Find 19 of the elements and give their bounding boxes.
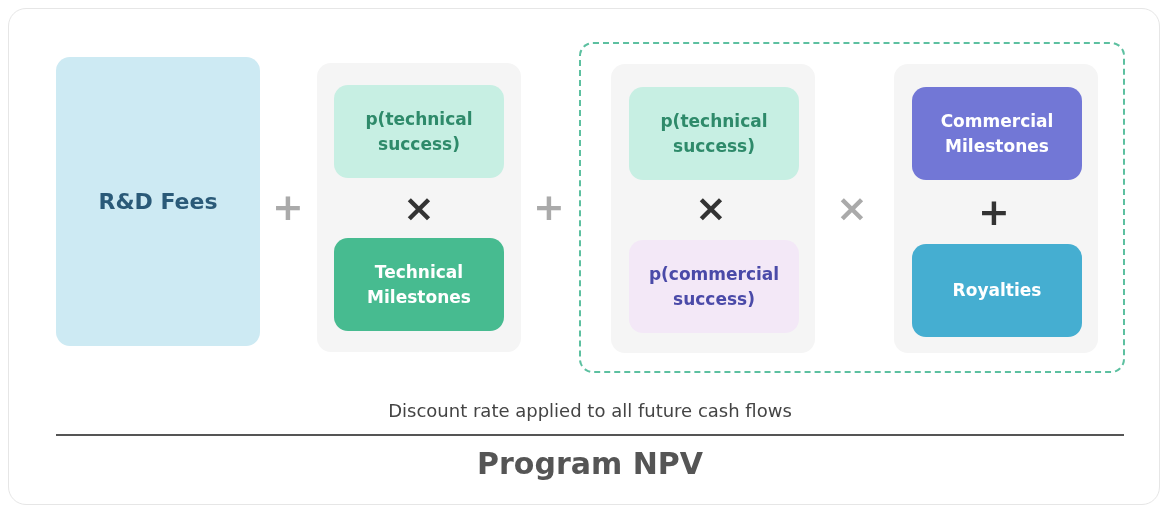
panel-box <box>611 64 815 353</box>
term-box: p(commercial success) <box>629 240 799 333</box>
operator-sign: + <box>272 188 304 226</box>
term-box: Commercial Milestones <box>912 87 1082 180</box>
term-box: p(technical success) <box>629 87 799 180</box>
operator-sign: + <box>978 193 1010 231</box>
operator-sign: + <box>533 188 565 226</box>
term-box: p(technical success) <box>334 85 504 178</box>
dashed-group-frame <box>579 42 1125 373</box>
fee-box: R&D Fees <box>56 57 260 346</box>
panel-box <box>894 64 1098 353</box>
operator-sign: × <box>836 189 868 227</box>
term-box: Royalties <box>912 244 1082 337</box>
operator-sign: × <box>695 189 727 227</box>
caption: Program NPV <box>476 446 704 481</box>
operator-sign: × <box>403 189 435 227</box>
term-box: Technical Milestones <box>334 238 504 331</box>
panel-box <box>317 63 521 352</box>
note-text: Discount rate applied to all future cash flows <box>387 400 793 421</box>
